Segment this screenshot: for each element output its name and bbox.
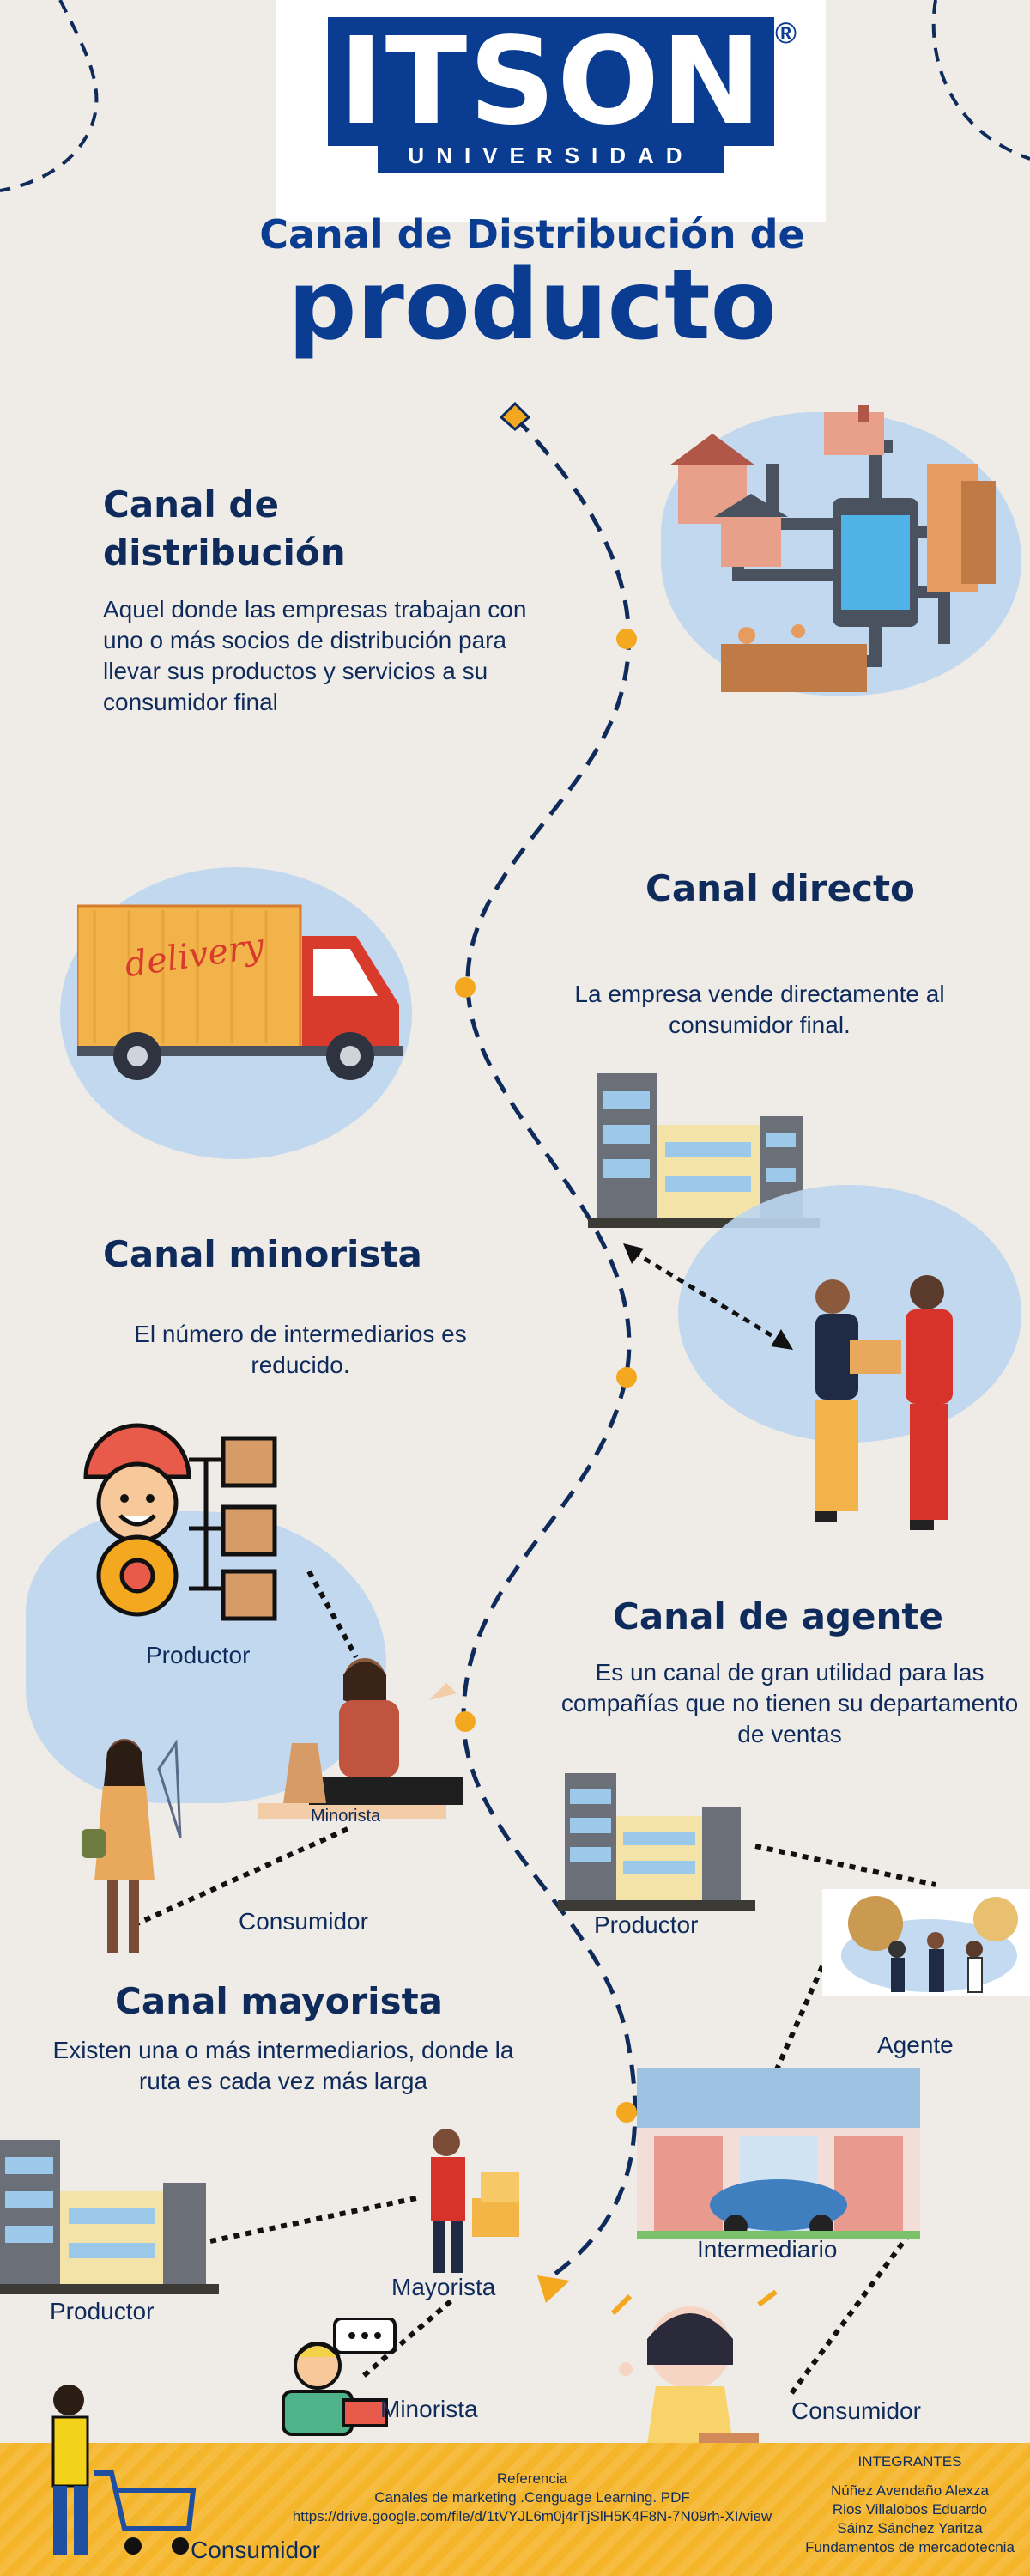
course-name: Fundamentos de mercadotecnia: [805, 2539, 1015, 2555]
producer-worker-icon: [83, 1423, 277, 1621]
delivery-truck-illustration: [77, 904, 403, 1080]
agente-producer-building: [558, 1773, 755, 1911]
logo-subtitle: UNIVERSIDAD: [378, 137, 724, 173]
text-canal-minorista: El número de intermediarios es reducido.: [134, 1321, 467, 1378]
label-productor-mayorista: Productor: [50, 2298, 154, 2324]
dashed-curve-top-left: [0, 0, 99, 192]
member-3: Sáinz Sánchez Yaritza: [837, 2520, 983, 2537]
label-agente: Agente: [877, 2032, 954, 2058]
wholesaler-illustration: [431, 2129, 519, 2273]
path-node-3: [616, 1367, 637, 1388]
label-consumidor-minorista: Consumidor: [239, 1908, 368, 1935]
member-1: Núñez Avendaño Alexza: [831, 2482, 989, 2499]
dashed-curve-top-right: [931, 0, 1030, 161]
title-line-1: Canal de Distribución de: [259, 211, 805, 258]
people-exchange-illustration: [815, 1275, 953, 1530]
heading-canal-minorista: Canal minorista: [103, 1233, 422, 1275]
path-node-2: [455, 977, 476, 998]
reference-title: Referencia: [496, 2470, 568, 2487]
mayorista-producer-building: [0, 2140, 219, 2294]
text-canal-mayorista: Existen una o más intermediarios, donde …: [52, 2037, 514, 2094]
agent-team-illustration: [848, 1896, 1018, 1993]
retailer-cashier-icon: [282, 2318, 397, 2436]
logo-wordmark: ITSON: [338, 12, 764, 152]
text-canal-directo: La empresa vende directamente al consumi…: [574, 981, 945, 1038]
consumer-woman-illustration: [82, 1739, 182, 1953]
footer: [0, 2443, 1030, 2576]
path-node-4: [455, 1711, 476, 1732]
handoff-arrow: [623, 1243, 793, 1350]
label-minorista-mayorista: Minorista: [380, 2396, 478, 2422]
heading-canal-mayorista: Canal mayorista: [115, 1980, 443, 2022]
members-block: INTEGRANTES Núñez Avendaño Alexza Rios V…: [790, 2452, 1030, 2557]
page-title: producto: [288, 250, 777, 361]
member-2: Rios Villalobos Eduardo: [832, 2501, 988, 2518]
label-intermediario: Intermediario: [697, 2236, 838, 2263]
logo-band: [328, 17, 774, 146]
heading-canal-agente: Canal de agente: [613, 1595, 943, 1637]
shopper-cart-illustration: [52, 2385, 197, 2555]
text-canal-agente: Es un canal de gran utilidad para las co…: [560, 1659, 1019, 1747]
text-canal-distribucion: Aquel donde las empresas trabajan con un…: [103, 596, 527, 715]
members-title: INTEGRANTES: [857, 2453, 962, 2470]
path-node-1: [616, 629, 637, 649]
reference-line-2[interactable]: https://drive.google.com/file/d/1tVYJL6m…: [292, 2508, 772, 2524]
company-building-illustration: [588, 1073, 820, 1228]
reference-line-1: Canales de marketing .Cenguage Learning.…: [374, 2489, 690, 2506]
heading-line-2: distribución: [103, 532, 346, 574]
label-productor-minorista: Productor: [146, 1642, 251, 1668]
intermediary-store-illustration: [637, 2068, 920, 2239]
heading-line-1: Canal de: [103, 483, 279, 526]
label-mayorista: Mayorista: [391, 2274, 496, 2300]
heading-canal-directo: Canal directo: [645, 867, 915, 909]
logo: ITSON UNIVERSIDAD ®: [276, 0, 826, 222]
label-consumidor-mayorista: Consumidor: [191, 2537, 320, 2563]
heading-canal-distribucion: Canal de distribución: [103, 481, 346, 577]
path-node-5: [616, 2102, 637, 2123]
distribution-network-illustration: [670, 405, 996, 692]
label-minorista-minorista: Minorista: [311, 1807, 381, 1826]
retailer-illustration: [258, 1658, 464, 1819]
reference-block: Referencia Canales de marketing .Cenguag…: [275, 2470, 790, 2526]
label-productor-agente: Productor: [594, 1911, 699, 1938]
registered-mark: ®: [774, 17, 797, 50]
label-consumidor-agente: Consumidor: [791, 2397, 921, 2424]
